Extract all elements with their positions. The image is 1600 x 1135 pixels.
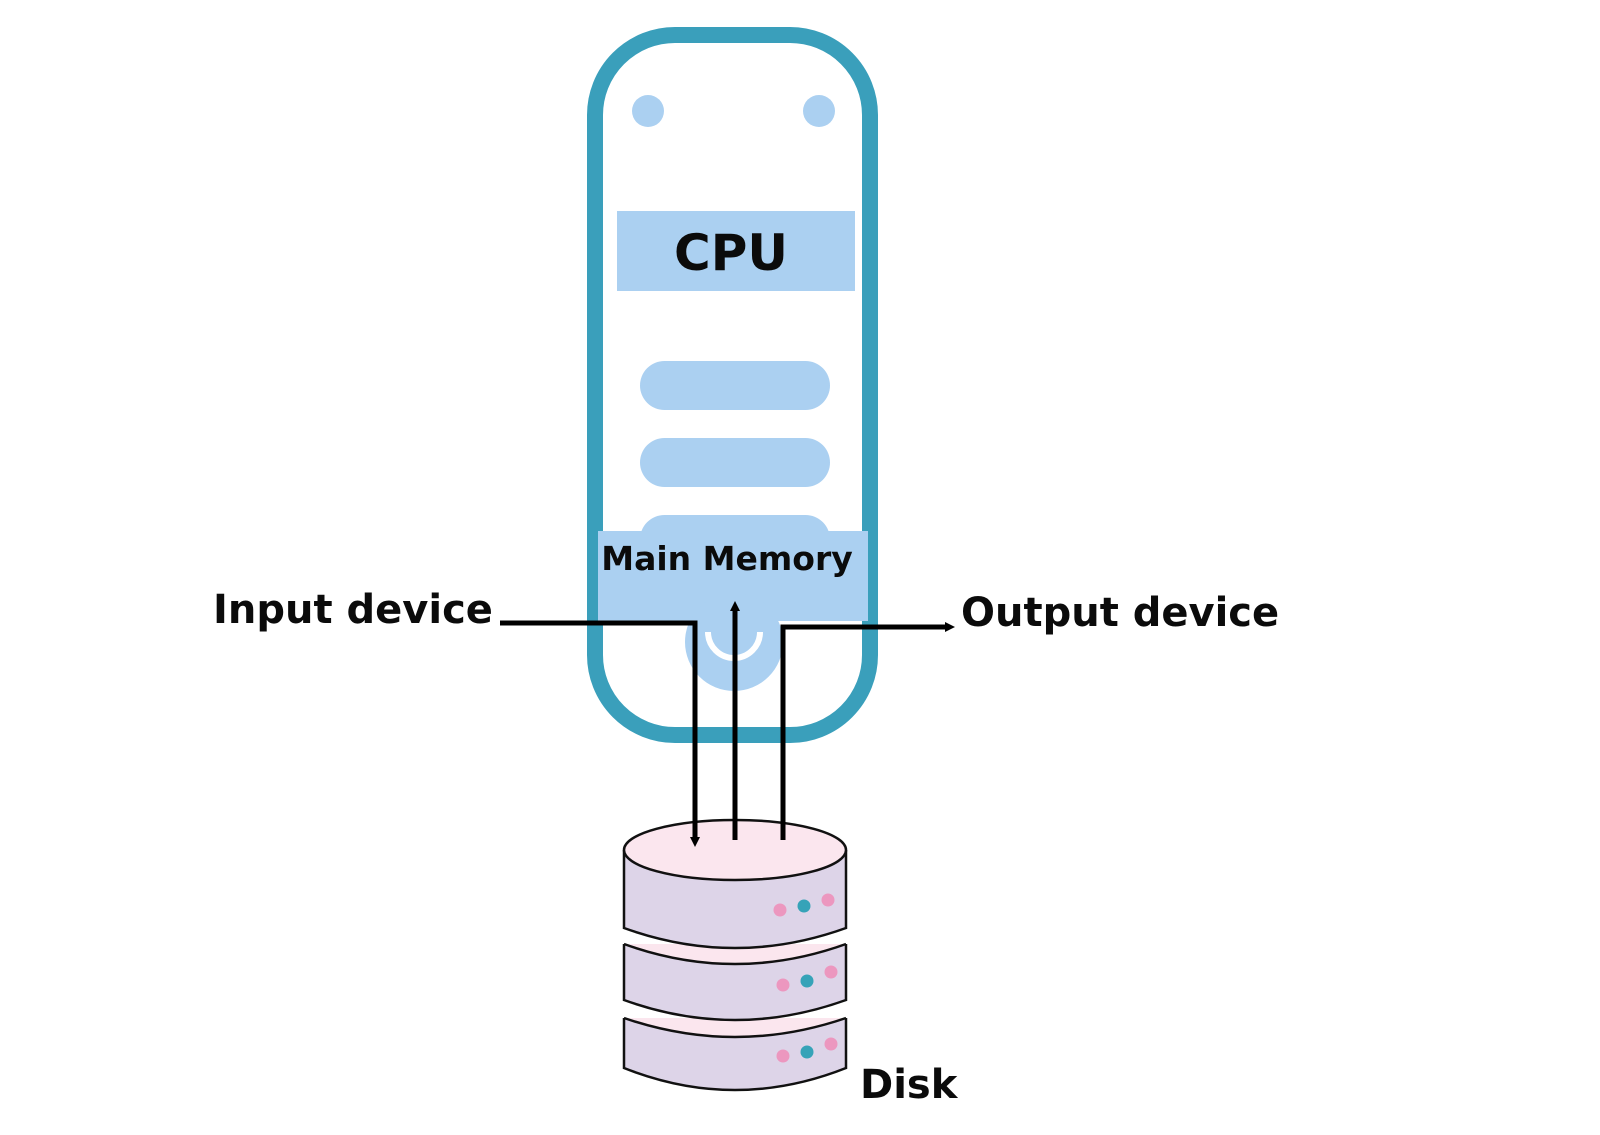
disk-led-pink — [824, 965, 838, 979]
disk-layer-3 — [622, 1018, 848, 1092]
input-to-disk-arrow — [500, 620, 700, 847]
disk-led-teal — [797, 899, 811, 913]
disk-led-pink — [776, 978, 790, 992]
input-device-label: Input device — [213, 587, 493, 633]
output-device-label: Output device — [961, 590, 1280, 636]
disk-led-teal — [800, 974, 814, 988]
main-memory-label: Main Memory — [601, 539, 853, 578]
disk-to-output-arrow — [780, 622, 955, 840]
drive-bay-2 — [640, 438, 830, 487]
cpu-block — [617, 211, 855, 291]
disk-layer-2-top — [623, 942, 847, 966]
disk-stack-icon — [622, 818, 848, 1092]
disk-layer-2 — [622, 944, 848, 1022]
disk-led-pink — [773, 903, 787, 917]
disk-label: Disk — [860, 1062, 958, 1108]
disk-led-teal — [800, 1045, 814, 1059]
disk-layer-3-top — [623, 1016, 847, 1039]
disk-led-pink — [776, 1049, 790, 1063]
data-flow-arrows — [500, 601, 955, 847]
disk-led-pink — [821, 893, 835, 907]
drive-bay-1 — [640, 361, 830, 410]
disk-led-pink — [824, 1037, 838, 1051]
case-light-left — [632, 95, 664, 127]
cpu-label: CPU — [674, 224, 788, 282]
case-light-right — [803, 95, 835, 127]
